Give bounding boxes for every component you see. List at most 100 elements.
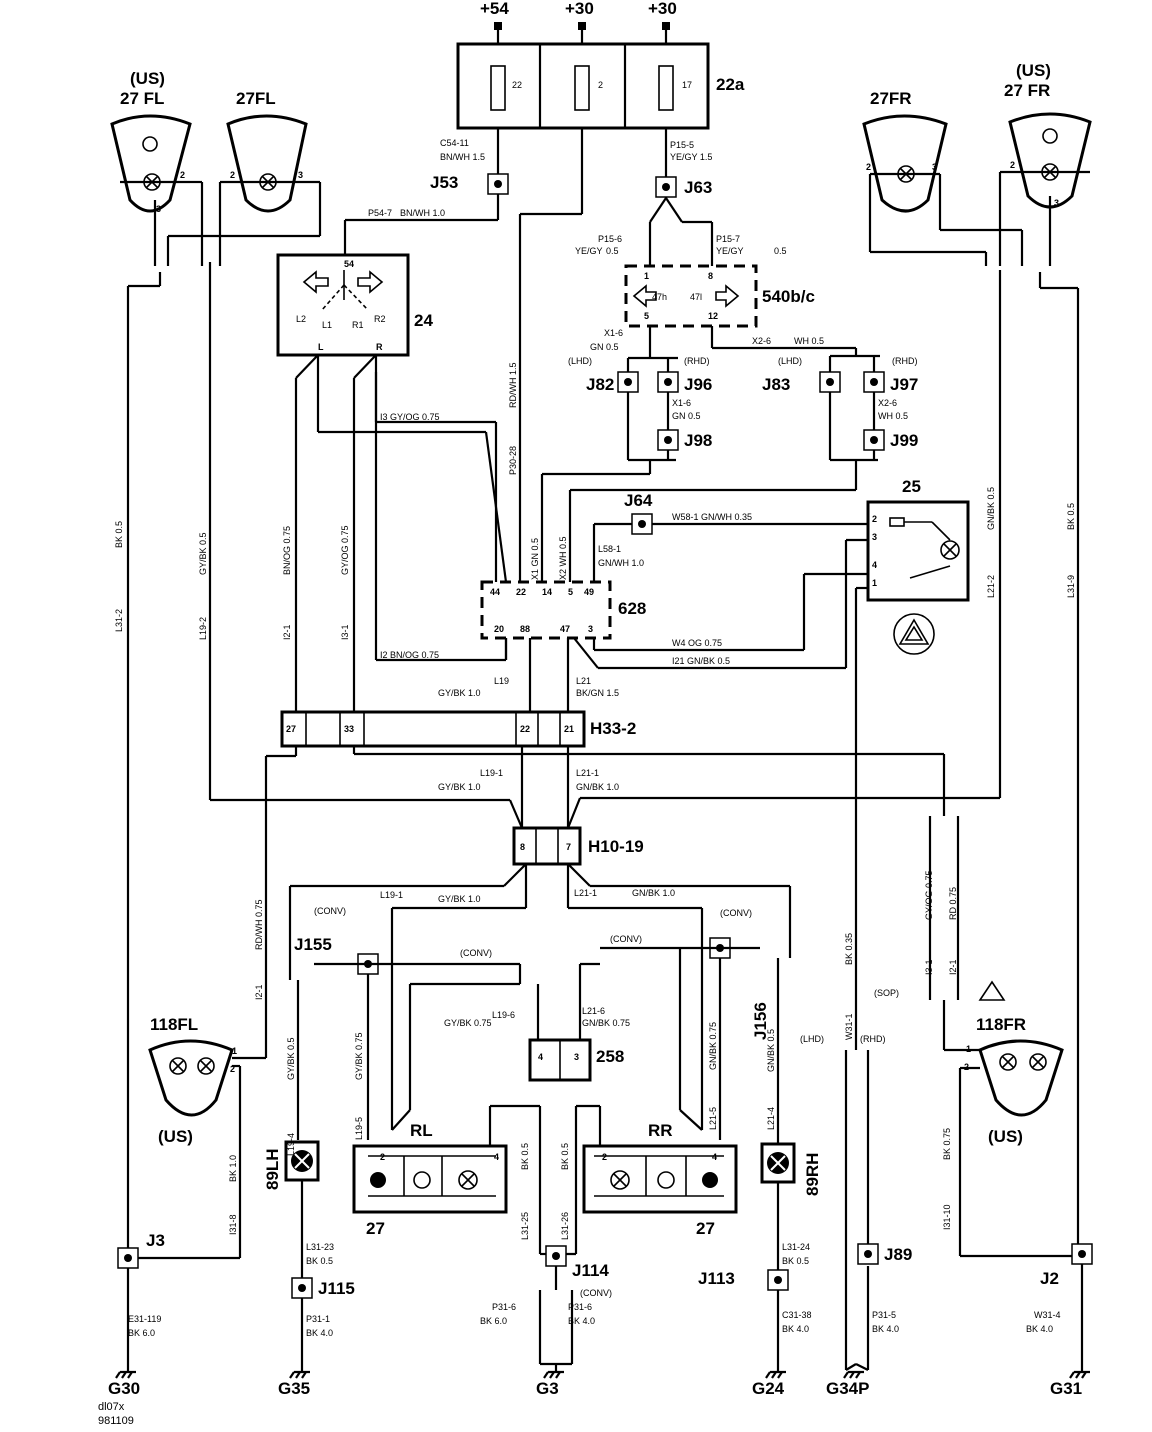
svg-text:33: 33 bbox=[344, 724, 354, 734]
wire-label: L19-1 bbox=[480, 768, 503, 778]
fuse-label: 22 bbox=[512, 80, 522, 90]
wire-label: P15-5 bbox=[670, 140, 694, 150]
svg-text:BK 0.5: BK 0.5 bbox=[114, 521, 124, 548]
wire-label: L31-23 bbox=[306, 1242, 334, 1252]
svg-text:44: 44 bbox=[490, 587, 500, 597]
svg-text:J96: J96 bbox=[684, 375, 712, 394]
svg-text:8: 8 bbox=[520, 842, 525, 852]
joint-j98: J98 bbox=[657, 429, 712, 451]
joint-j96: J96 bbox=[657, 371, 712, 394]
wire-label: GN/BK 0.75 bbox=[582, 1018, 630, 1028]
svg-text:GY/BK 0.5: GY/BK 0.5 bbox=[286, 1037, 296, 1080]
rear-ground-wires bbox=[126, 1104, 1084, 1372]
svg-text:J99: J99 bbox=[890, 431, 918, 450]
ground-g30: G30 bbox=[108, 1370, 140, 1398]
svg-text:2: 2 bbox=[866, 162, 871, 172]
joint-j115: J115 bbox=[291, 1277, 355, 1299]
svg-text:4: 4 bbox=[712, 1152, 717, 1162]
svg-text:X2 WH 0.5: X2 WH 0.5 bbox=[558, 536, 568, 580]
joint-j53: J53 bbox=[430, 173, 509, 195]
h33-to-h10-wires bbox=[208, 262, 1002, 1058]
wire-label: GN/WH 1.0 bbox=[598, 558, 644, 568]
svg-text:I31-8: I31-8 bbox=[228, 1214, 238, 1235]
svg-text:J89: J89 bbox=[884, 1245, 912, 1264]
wire-label: YE/GY 1.5 bbox=[670, 152, 712, 162]
628-to-h33-wires bbox=[504, 638, 570, 712]
wire-label: BK/GN 1.5 bbox=[576, 688, 619, 698]
wire-label: P54-7 bbox=[368, 208, 392, 218]
power-inputs: +54 +30 +30 bbox=[480, 0, 677, 44]
wire-label: P15-6 bbox=[598, 234, 622, 244]
svg-text:(US): (US) bbox=[988, 1127, 1023, 1146]
svg-text:89LH: 89LH bbox=[263, 1148, 282, 1190]
unit-540bc: 1 8 47h 47l 5 12 540b/c bbox=[624, 264, 815, 328]
svg-text:20: 20 bbox=[494, 624, 504, 634]
c258-label: 258 bbox=[596, 1047, 624, 1066]
ground-g24: G24 bbox=[752, 1370, 786, 1398]
fuse-label: 2 bbox=[598, 80, 603, 90]
svg-text:5: 5 bbox=[644, 311, 649, 321]
svg-text:RR: RR bbox=[648, 1121, 673, 1140]
svg-text:RD/WH 1.5: RD/WH 1.5 bbox=[508, 362, 518, 408]
lamp-rl-27: RL 2 4 27 bbox=[352, 1121, 508, 1238]
switch-wires bbox=[573, 522, 868, 1050]
lamp-118fr: 118FR 1 2 (US) bbox=[964, 1015, 1064, 1146]
joint-j89: J89 bbox=[857, 1243, 912, 1265]
wire-label: BN/WH 1.5 bbox=[440, 152, 485, 162]
lamp-118fl-wires bbox=[138, 1056, 266, 1260]
wire-label: L58-1 bbox=[598, 544, 621, 554]
wire-label: L19-1 bbox=[380, 890, 403, 900]
wire-label: I2 BN/OG 0.75 bbox=[380, 650, 439, 660]
svg-text:L19-5: L19-5 bbox=[354, 1117, 364, 1140]
joint-j97: J97 bbox=[863, 371, 918, 394]
wire-label: I21 GN/BK 0.5 bbox=[672, 656, 730, 666]
svg-text:GY/OG 0.75: GY/OG 0.75 bbox=[340, 525, 350, 575]
footer-code: dl07x bbox=[98, 1401, 125, 1413]
svg-text:1: 1 bbox=[872, 578, 877, 588]
svg-text:L31-9: L31-9 bbox=[1066, 575, 1076, 598]
svg-text:12: 12 bbox=[708, 311, 718, 321]
svg-text:47: 47 bbox=[560, 624, 570, 634]
unit-540-wires bbox=[626, 326, 880, 372]
svg-text:G35: G35 bbox=[278, 1379, 310, 1398]
unit-540bc-label: 540b/c bbox=[762, 287, 815, 306]
right-side-wires bbox=[844, 816, 1074, 1370]
hazard-switch-25: 2 3 4 1 25 bbox=[866, 477, 970, 602]
svg-text:GN/BK 0.5: GN/BK 0.5 bbox=[766, 1029, 776, 1072]
connector-h33-2: 27 33 22 21 H33-2 bbox=[280, 710, 636, 748]
svg-text:R1: R1 bbox=[352, 320, 364, 330]
wire-label: 0.5 bbox=[774, 246, 787, 256]
svg-text:27FR: 27FR bbox=[870, 89, 912, 108]
joint-j64: J64 bbox=[624, 491, 653, 535]
relay-wires bbox=[294, 354, 508, 712]
svg-text:I2-1: I2-1 bbox=[254, 984, 264, 1000]
svg-text:BK 0.5: BK 0.5 bbox=[560, 1143, 570, 1170]
svg-text:J53: J53 bbox=[430, 173, 458, 192]
svg-text:2: 2 bbox=[872, 514, 877, 524]
wire-label: (LHD) bbox=[778, 356, 802, 366]
wire-label: (CONV) bbox=[580, 1288, 612, 1298]
wire-label: BK 4.0 bbox=[782, 1324, 809, 1334]
wire-label: GN 0.5 bbox=[590, 342, 619, 352]
svg-text:GY/BK 0.75: GY/BK 0.75 bbox=[354, 1032, 364, 1080]
svg-text:J63: J63 bbox=[684, 178, 712, 197]
svg-text:X1 GN 0.5: X1 GN 0.5 bbox=[530, 538, 540, 580]
svg-text:118FR: 118FR bbox=[976, 1015, 1026, 1034]
fuse-label: 17 bbox=[682, 80, 692, 90]
svg-text:L19-4: L19-4 bbox=[286, 1133, 296, 1156]
power-label: +30 bbox=[565, 0, 594, 18]
joint-j113: J113 bbox=[698, 1269, 789, 1291]
wire-label: C31-38 bbox=[782, 1310, 812, 1320]
wire-label: (LHD) bbox=[800, 1034, 824, 1044]
svg-text:G24: G24 bbox=[752, 1379, 785, 1398]
wire-label: X1-6 bbox=[672, 398, 691, 408]
ground-g34p: G34P bbox=[826, 1363, 869, 1398]
wire-label: BK 4.0 bbox=[306, 1328, 333, 1338]
svg-text:L19-2: L19-2 bbox=[198, 617, 208, 640]
wire-label: L21-6 bbox=[582, 1006, 605, 1016]
wire-label: GN/BK 1.0 bbox=[576, 782, 619, 792]
svg-text:27 FL: 27 FL bbox=[120, 89, 164, 108]
svg-text:27 FR: 27 FR bbox=[1004, 81, 1050, 100]
svg-text:27: 27 bbox=[696, 1219, 715, 1238]
